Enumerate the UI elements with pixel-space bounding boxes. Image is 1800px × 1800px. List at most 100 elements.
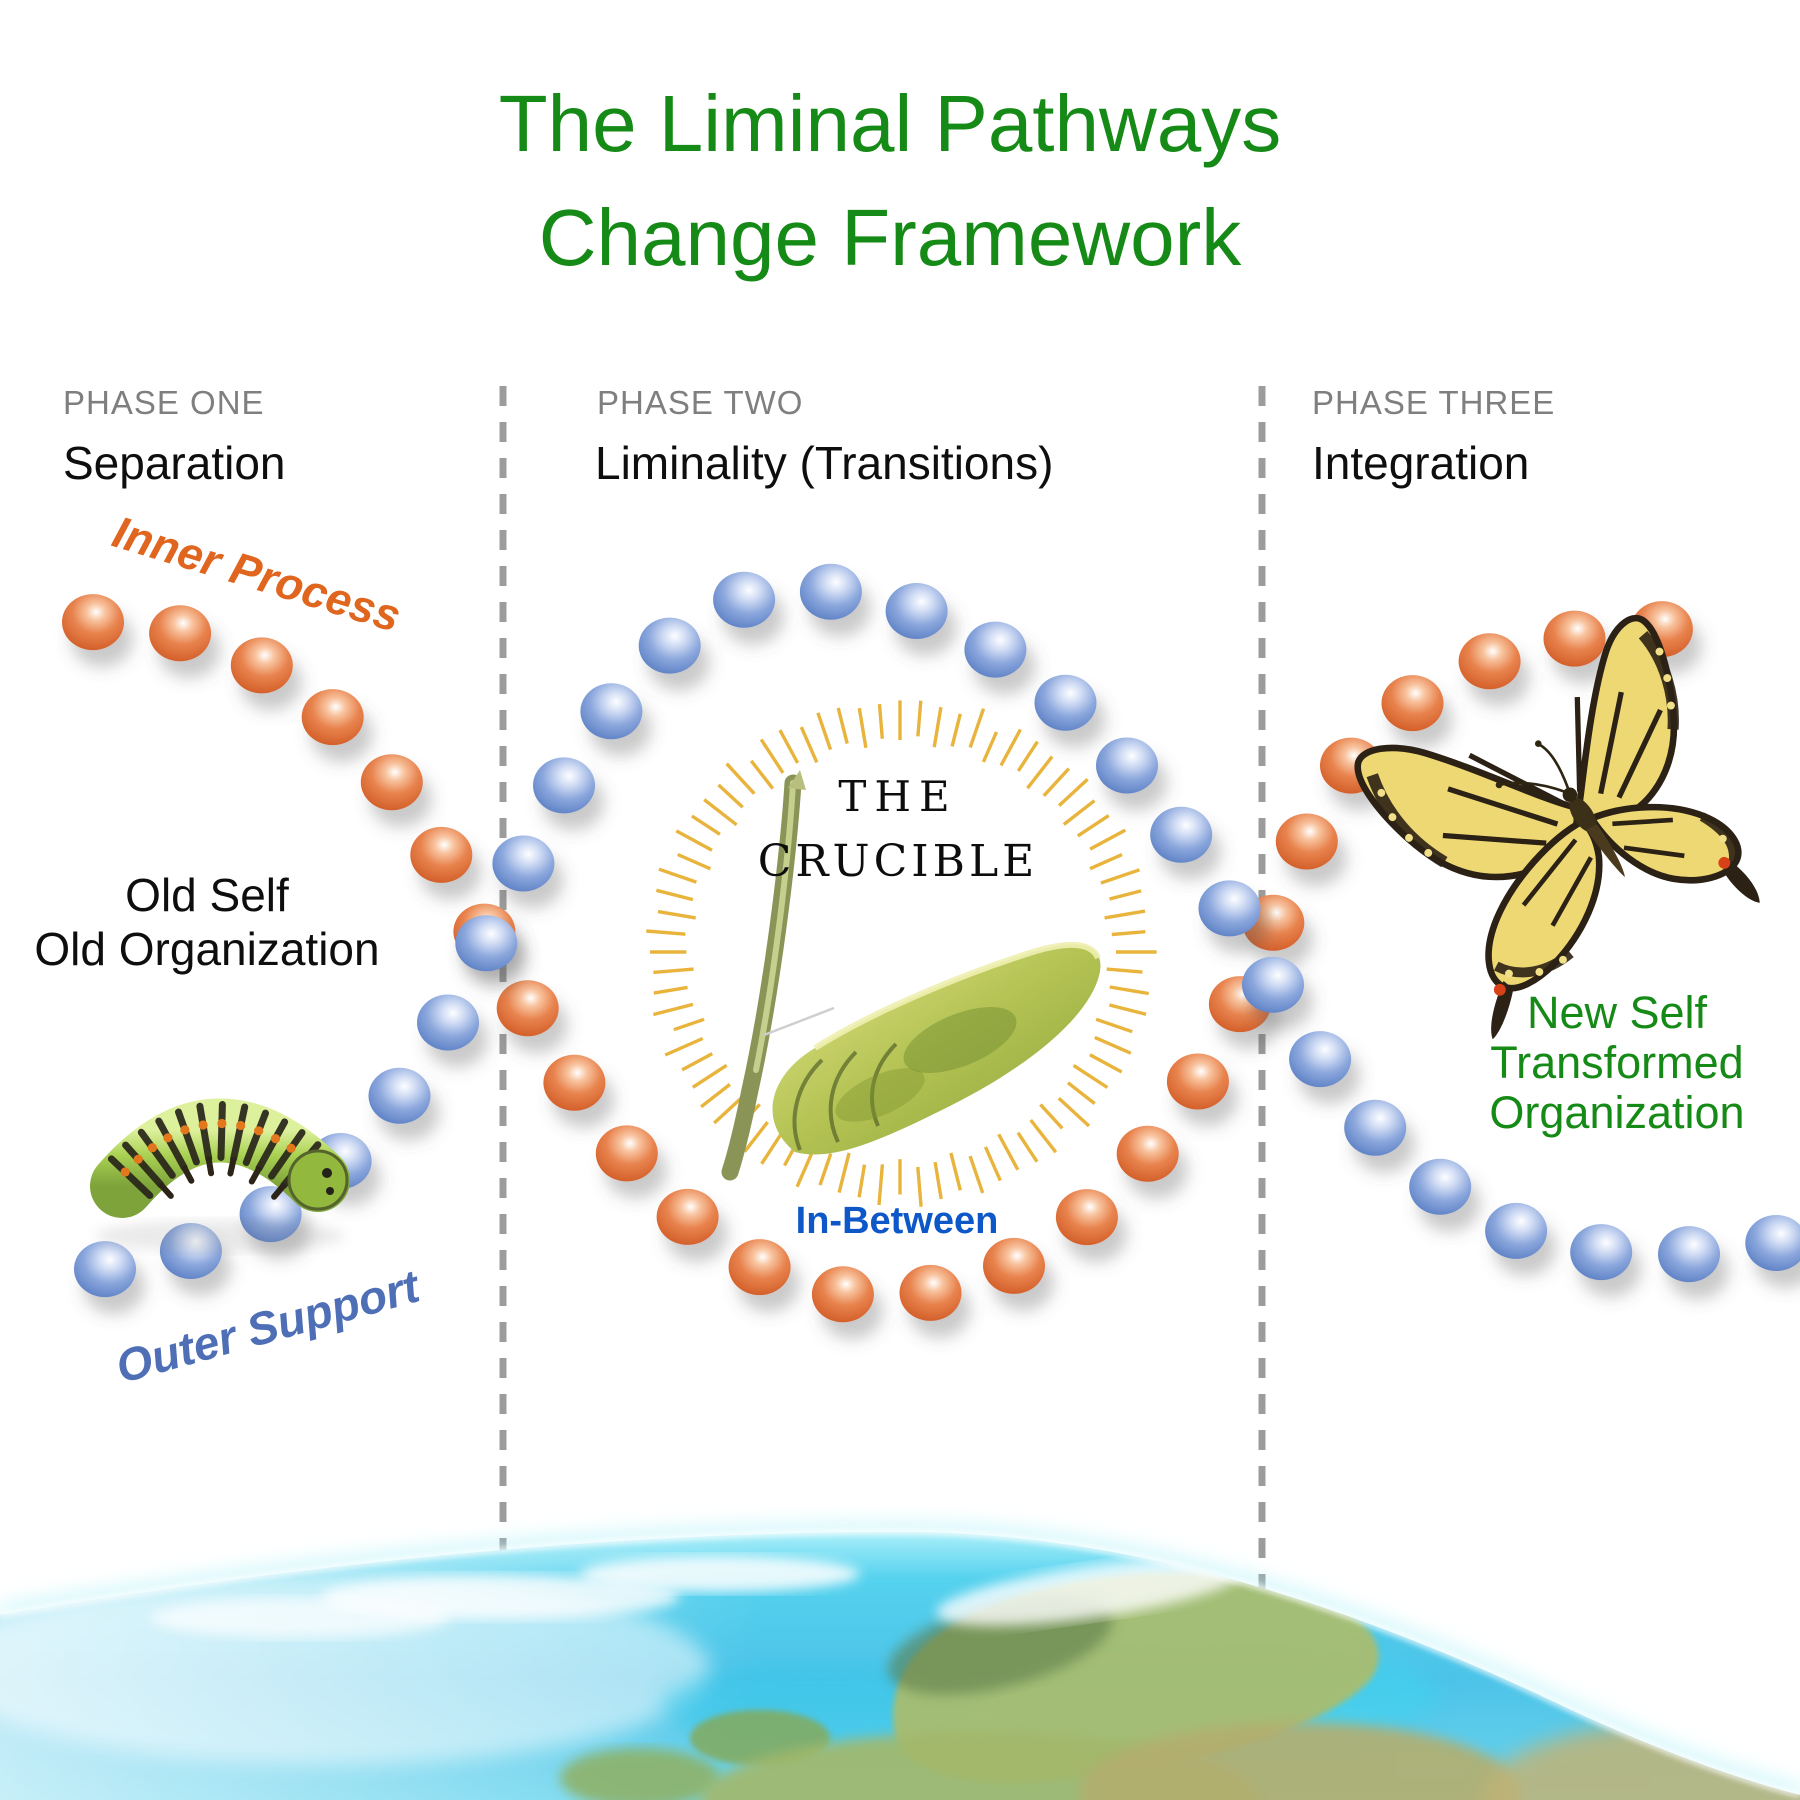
caterpillar-leg xyxy=(248,1166,262,1185)
caterpillar-spot xyxy=(254,1126,264,1136)
caterpillar-stripe xyxy=(255,1118,289,1172)
crucible-tick xyxy=(818,1153,833,1186)
crucible-tick xyxy=(981,731,999,763)
crucible-tick xyxy=(1089,1053,1123,1074)
caterpillar-spot xyxy=(270,1134,281,1144)
crucible-tick xyxy=(725,762,756,795)
bead xyxy=(1034,674,1097,731)
crucible-tick xyxy=(968,708,986,748)
crucible-tick xyxy=(983,1146,1002,1182)
bead xyxy=(360,754,423,811)
bead xyxy=(496,980,559,1037)
bead xyxy=(885,583,948,639)
crucible-tick xyxy=(916,1166,923,1207)
crucible-tick xyxy=(877,1164,885,1206)
phase-one-name: Separation xyxy=(63,437,286,489)
crucible-tick xyxy=(690,814,721,836)
crucible-tick xyxy=(778,729,800,764)
bead xyxy=(1096,737,1158,794)
page-title-line2: Change Framework xyxy=(538,193,1242,282)
caterpillar-spot xyxy=(163,1133,173,1143)
caterpillar-spot xyxy=(236,1120,246,1131)
crucible-tick xyxy=(1072,1063,1109,1089)
caterpillar-illustration xyxy=(90,1098,350,1252)
new-state-line3: Organization xyxy=(1489,1087,1745,1138)
bead xyxy=(410,826,473,883)
bead xyxy=(1242,956,1304,1013)
bead xyxy=(1745,1215,1800,1271)
bead xyxy=(799,563,862,620)
bead xyxy=(533,757,595,814)
crucible-tick xyxy=(816,712,833,751)
caterpillar-leg xyxy=(181,1165,195,1184)
crucible-tick xyxy=(675,829,713,852)
crucible-tick xyxy=(673,1017,705,1032)
crucible-tick xyxy=(703,798,738,827)
caterpillar-leg xyxy=(227,1156,237,1177)
caterpillar-stripe xyxy=(137,1128,176,1179)
caterpillar-stripe xyxy=(196,1102,213,1162)
phase-three-kicker: PHASE THREE xyxy=(1312,384,1556,421)
caterpillar-stripe xyxy=(122,1141,165,1189)
caterpillar-spot xyxy=(217,1118,227,1129)
crucible-tick xyxy=(655,888,694,902)
crucible-tick xyxy=(1026,755,1054,790)
caterpillar-spot xyxy=(120,1167,130,1177)
crucible-tick xyxy=(1066,1081,1096,1105)
crucible-tick xyxy=(646,929,686,936)
bead xyxy=(1658,1226,1720,1283)
old-state-line2: Old Organization xyxy=(34,923,380,975)
crucible-tick xyxy=(1109,985,1149,996)
phase-three-name: Integration xyxy=(1312,437,1530,489)
crucible-tick xyxy=(1095,1017,1133,1034)
crucible-tick xyxy=(999,728,1022,767)
crucible-tick xyxy=(717,783,744,809)
caterpillar-stripe xyxy=(230,1103,249,1163)
crucible-tick xyxy=(933,1161,943,1200)
caterpillar-stripe xyxy=(155,1117,188,1172)
crucible-tick xyxy=(759,738,785,774)
caterpillar-leg xyxy=(158,1182,174,1199)
crucible-tick xyxy=(932,706,943,748)
bead xyxy=(455,915,518,972)
phase-one-kicker: PHASE ONE xyxy=(63,384,265,421)
caterpillar-stripe xyxy=(217,1101,226,1161)
caterpillar-stripe xyxy=(242,1109,269,1166)
bead xyxy=(301,689,364,746)
crucible-tick xyxy=(1109,889,1142,901)
bead xyxy=(1344,1099,1407,1156)
crucible-tick xyxy=(1076,814,1110,838)
crucible-tick xyxy=(1016,740,1039,772)
crucible-tick xyxy=(795,1148,815,1188)
bead xyxy=(1543,610,1606,667)
bead xyxy=(1150,806,1213,863)
caterpillar-spot xyxy=(198,1120,208,1130)
crucible-tick xyxy=(1057,778,1089,807)
crucible-label-line1: THE xyxy=(838,772,958,821)
bead xyxy=(1198,880,1261,937)
crucible-tick xyxy=(1104,909,1146,920)
new-state-label: New Self Transformed Organization xyxy=(1489,988,1744,1138)
bead xyxy=(1570,1224,1633,1281)
inner-process-beads xyxy=(62,594,1693,1323)
crucible-tick xyxy=(1106,967,1143,974)
chrysalis-illustration xyxy=(721,770,1101,1181)
crucible-tick xyxy=(1100,868,1141,885)
bead xyxy=(230,637,293,694)
crucible-tick xyxy=(997,1133,1020,1171)
crucible-tick xyxy=(760,1129,785,1165)
crucible-tick xyxy=(653,967,694,975)
bead xyxy=(1289,1031,1352,1088)
crucible-tick xyxy=(1042,767,1071,797)
old-state-line1: Old Self xyxy=(125,869,289,921)
crucible-tick xyxy=(836,707,849,745)
crucible-tick xyxy=(1108,1003,1147,1016)
crucible-label-line2: CRUCIBLE xyxy=(757,836,1039,887)
bead xyxy=(543,1054,606,1111)
caterpillar-spot xyxy=(147,1143,157,1153)
bead xyxy=(983,1237,1045,1294)
caterpillar-spot xyxy=(180,1125,190,1135)
crucible-tick xyxy=(1111,930,1146,937)
bead xyxy=(149,605,212,662)
caterpillar-stripe xyxy=(175,1108,200,1166)
